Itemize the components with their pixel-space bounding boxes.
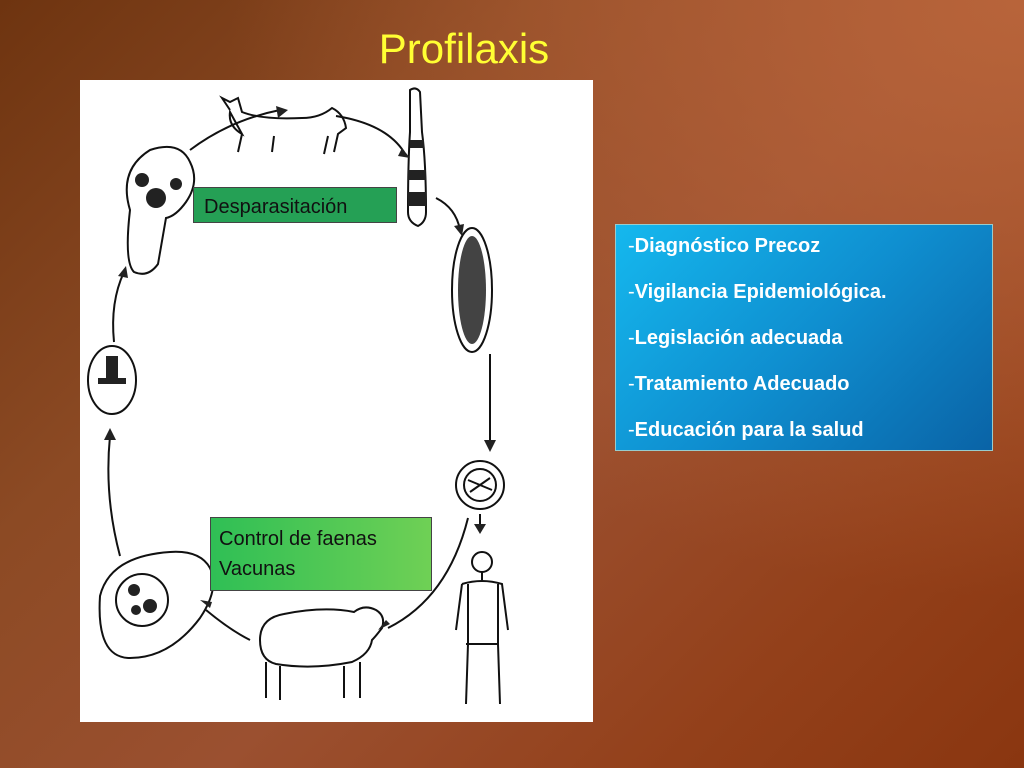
list-item: -Diagnóstico Precoz <box>628 235 821 257</box>
protoscolex-icon <box>87 345 137 415</box>
cycle-arrows <box>104 106 496 641</box>
slaughter-control-label-box: Control de faenas Vacunas <box>210 517 432 591</box>
egg-icon <box>455 460 505 510</box>
list-item: -Educación para la salud <box>628 419 864 441</box>
list-item: -Legislación adecuada <box>628 327 843 349</box>
dog-icon <box>219 95 348 155</box>
adult-tapeworm-icon <box>406 87 428 228</box>
human-icon <box>455 551 509 705</box>
life-cycle-drawing <box>87 87 509 705</box>
slaughter-control-label: Control de faenas <box>219 528 377 550</box>
deworming-label-box: Desparasitación <box>193 187 397 223</box>
prevention-measures-list: -Diagnóstico Precoz -Vigilancia Epidemio… <box>628 231 992 461</box>
sheep-icon <box>258 606 385 700</box>
vaccines-label: Vacunas <box>219 558 296 580</box>
list-item: -Tratamiento Adecuado <box>628 373 850 395</box>
liver-cyst-icon <box>98 550 215 660</box>
scolex-icon <box>125 146 196 275</box>
life-cycle-diagram: Desparasitación Control de faenas Vacuna… <box>80 80 593 722</box>
list-item: -Vigilancia Epidemiológica. <box>628 281 887 303</box>
prevention-measures-panel: -Diagnóstico Precoz -Vigilancia Epidemio… <box>615 224 993 451</box>
proglottid-icon <box>451 227 493 353</box>
deworming-label: Desparasitación <box>204 196 348 218</box>
slide-title: Profilaxis <box>378 25 550 72</box>
